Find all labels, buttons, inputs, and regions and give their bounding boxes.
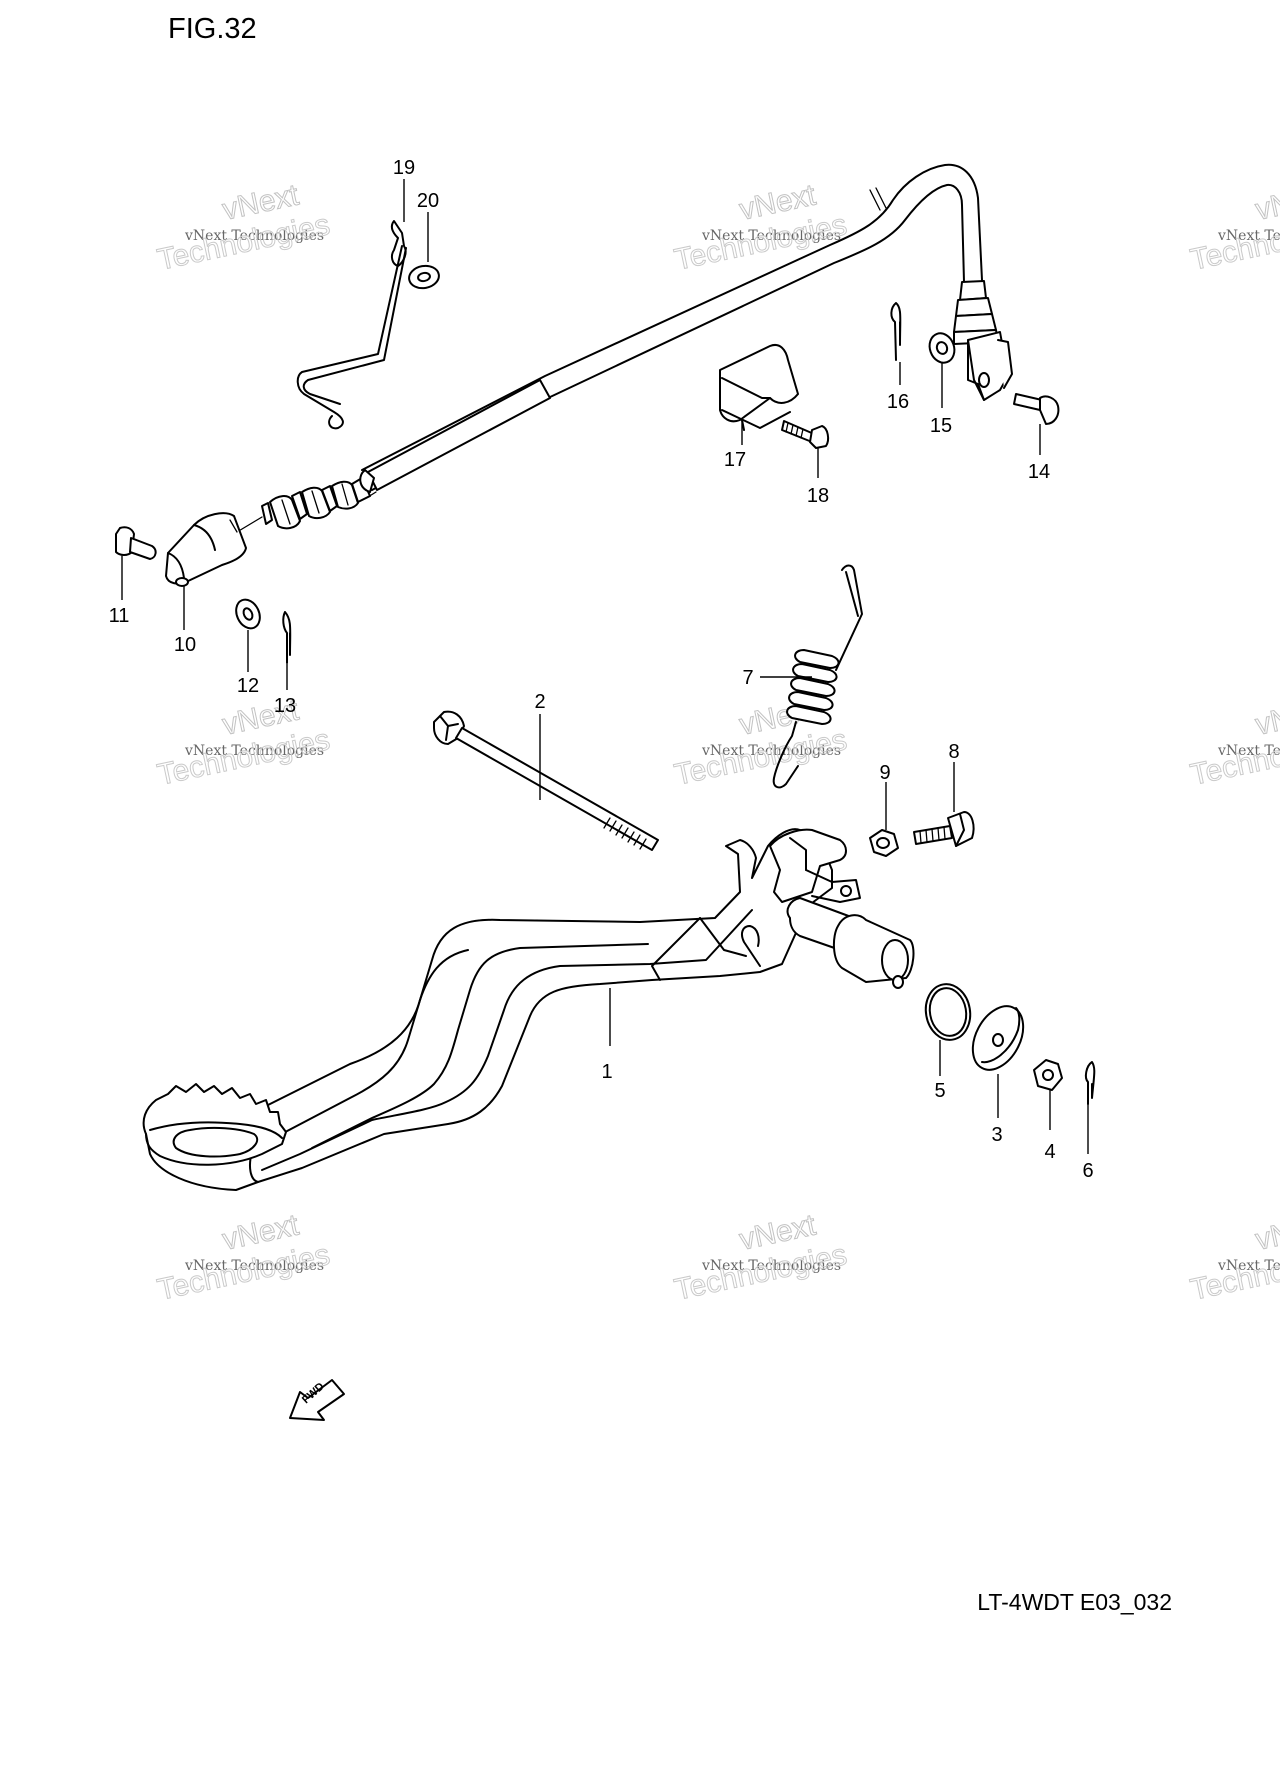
- cotter-pin-13: [282, 611, 292, 664]
- brake-pedal: [142, 828, 915, 1191]
- callout-8: 8: [948, 741, 959, 763]
- svg-text:vNext Technologies: vNext Technologies: [184, 743, 324, 759]
- watermark: vNext Technologies vNext Technologies: [154, 178, 333, 277]
- cotter-pin-16: [890, 302, 902, 361]
- fwd-arrow-icon: FWD: [289, 1379, 345, 1421]
- brake-cable: [236, 163, 999, 533]
- callout-2: 2: [534, 691, 545, 713]
- watermark: vNext Technologies vNext Technologies: [671, 1208, 850, 1307]
- callout-18: 18: [807, 485, 829, 507]
- watermark: vNext Technologies vNext Technologies: [671, 178, 850, 277]
- svg-text:vNext Technologies: vNext Technologies: [184, 1258, 324, 1274]
- callout-1: 1: [601, 1061, 612, 1083]
- nut-4: [1033, 1059, 1063, 1091]
- svg-text:vNext Technologies: vNext Technologies: [1217, 1258, 1280, 1274]
- washer-20: [408, 264, 440, 290]
- cable-clevis-lower: [165, 512, 247, 587]
- svg-text:vNext Technologies: vNext Technologies: [701, 1258, 841, 1274]
- o-ring-5: [924, 983, 972, 1041]
- cable-guide-19: [296, 220, 407, 430]
- svg-text:vNext Technologies: vNext Technologies: [701, 228, 841, 244]
- watermark: vNext Technologies vNext Technologies: [1187, 693, 1280, 792]
- callout-17: 17: [724, 449, 746, 471]
- cable-clevis-upper: [967, 331, 1013, 401]
- callout-5: 5: [934, 1080, 945, 1102]
- clamp-17: [719, 344, 799, 431]
- washer-12: [235, 598, 261, 630]
- callout-4: 4: [1044, 1141, 1055, 1163]
- nut-9: [869, 829, 899, 857]
- watermark: vNext Technologies vNext Technologies: [1187, 178, 1280, 277]
- svg-text:vNext Technologies: vNext Technologies: [184, 228, 324, 244]
- svg-text:vNext Technologies: vNext Technologies: [701, 743, 841, 759]
- callout-labels: 1 2 3 4 5 6 7 8 9 10 11 12 13 14 15 16 1…: [109, 157, 1094, 1182]
- callout-10: 10: [174, 634, 196, 656]
- svg-text:vNext: vNext: [1253, 693, 1280, 741]
- clevis-pin-11: [115, 526, 157, 560]
- bolt-18: [781, 420, 830, 449]
- model-code: LT-4WDT E03_032: [977, 1589, 1172, 1615]
- figure-title: FIG.32: [168, 13, 257, 45]
- watermark: vNext Technologies vNext Technologies: [154, 693, 333, 792]
- callout-7: 7: [742, 667, 753, 689]
- svg-text:vNext Technologies: vNext Technologies: [1217, 228, 1280, 244]
- cotter-pin-6: [1084, 1061, 1096, 1105]
- watermark: vNext Technologies vNext Technologies: [1187, 1208, 1280, 1307]
- callout-16: 16: [887, 391, 909, 413]
- spring-7: [772, 564, 863, 789]
- washer-3: [971, 1005, 1025, 1071]
- washer-15: [928, 332, 956, 364]
- callout-3: 3: [991, 1124, 1002, 1146]
- clevis-pin-14: [1013, 393, 1060, 425]
- watermark: vNext Technologies vNext Technologies: [154, 1208, 333, 1307]
- callout-15: 15: [930, 415, 952, 437]
- callout-20: 20: [417, 190, 439, 212]
- callout-6: 6: [1082, 1160, 1093, 1182]
- callout-11: 11: [109, 605, 130, 627]
- callout-12: 12: [237, 675, 259, 697]
- svg-text:vNext: vNext: [1253, 178, 1280, 226]
- callout-19: 19: [393, 157, 415, 179]
- callout-13: 13: [274, 695, 296, 717]
- svg-text:vNext Technologies: vNext Technologies: [1217, 743, 1280, 759]
- callout-9: 9: [879, 762, 890, 784]
- bolt-2: [433, 710, 659, 851]
- svg-text:vNext: vNext: [1253, 1208, 1280, 1256]
- leader-lines: [121, 179, 1089, 1154]
- bolt-8: [913, 811, 975, 847]
- callout-14: 14: [1028, 461, 1050, 483]
